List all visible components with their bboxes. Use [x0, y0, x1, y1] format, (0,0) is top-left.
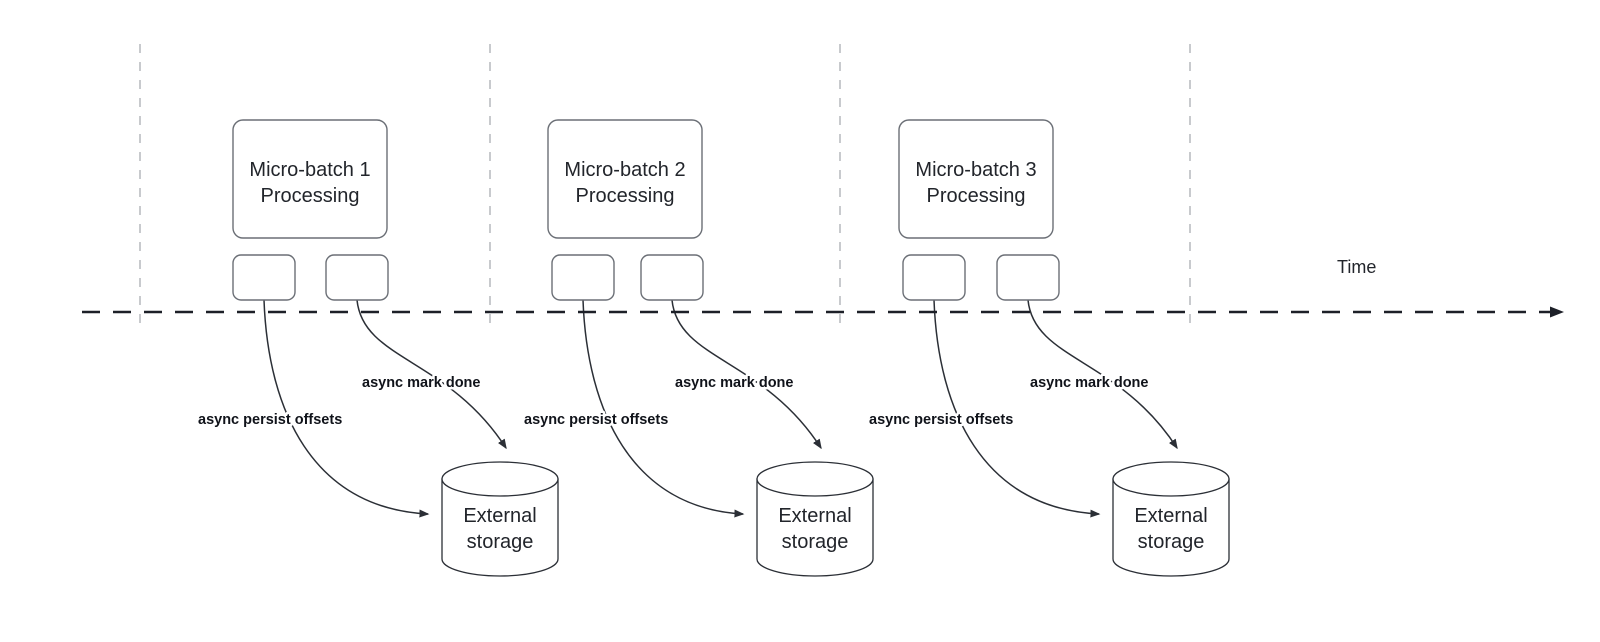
edge-label-halo-persist-offsets-3: async persist offsets	[869, 412, 1013, 428]
arrow-async-mark-done-2	[671, 299, 822, 450]
micro-batch-label-line1-1: Micro-batch 1	[249, 159, 370, 181]
cylinder-top-2	[756, 461, 874, 497]
storage-label-line1-2: External	[778, 505, 851, 527]
micro-batch-box-3[interactable]	[898, 119, 1054, 239]
edge-label-mark-done-1: async mark done	[362, 375, 480, 391]
edge-label-halo-mark-done-3: async mark done	[1030, 375, 1148, 391]
edge-label-mark-done-3: async mark done	[1030, 375, 1148, 391]
axis-label-group: Time	[1337, 257, 1376, 277]
edge-label-persist-offsets-1: async persist offsets	[198, 412, 342, 428]
micro-batch-box-1[interactable]	[232, 119, 388, 239]
micro-batch-label-line1-2: Micro-batch 2	[564, 159, 685, 181]
external-storage-cylinder-1[interactable]: External storage	[441, 461, 559, 577]
edge-label-halo-mark-done-1: async mark done	[362, 375, 480, 391]
edge-label-halo-persist-offsets-2: async persist offsets	[524, 412, 668, 428]
cylinder-body-3	[1112, 478, 1230, 577]
arrow-async-persist-offsets-3	[933, 299, 1101, 518]
time-tick-lines	[139, 44, 1191, 332]
storage-label-line1-3: External	[1134, 505, 1207, 527]
storage-label-line2-1: storage	[467, 531, 534, 553]
cylinder-body-2	[756, 478, 874, 577]
arrow-async-mark-done-3	[1027, 299, 1178, 450]
micro-batch-label-line2-3: Processing	[927, 185, 1026, 207]
flow-arrows	[263, 299, 1178, 518]
task-box-1-1[interactable]	[232, 254, 296, 301]
edge-label-halo-persist-offsets-1: async persist offsets	[198, 412, 342, 428]
external-storage-cylinder-3[interactable]: External storage	[1112, 461, 1230, 577]
micro-batch-label-line2-1: Processing	[261, 185, 360, 207]
storage-label-line2-2: storage	[782, 531, 849, 553]
edge-label-persist-offsets-3: async persist offsets	[869, 412, 1013, 428]
task-box-2-1[interactable]	[551, 254, 615, 301]
edge-label-persist-offsets-2: async persist offsets	[524, 412, 668, 428]
time-axis-label: Time	[1337, 257, 1376, 277]
storage-label-line2-3: storage	[1138, 531, 1205, 553]
arrow-async-mark-done-1	[356, 299, 507, 450]
task-box-3-2[interactable]	[996, 254, 1060, 301]
micro-batch-label-line2-2: Processing	[576, 185, 675, 207]
task-box-2-2[interactable]	[640, 254, 704, 301]
cylinder-top-3	[1112, 461, 1230, 497]
arrow-async-persist-offsets-1	[263, 299, 430, 518]
edge-label-mark-done-2: async mark done	[675, 375, 793, 391]
arrow-async-persist-offsets-2	[582, 299, 745, 518]
edge-labels: async persist offsets async persist offse…	[196, 373, 1151, 431]
external-storage-cylinder-2[interactable]: External storage	[756, 461, 874, 577]
cylinder-body-1	[441, 478, 559, 577]
micro-batch-box-2[interactable]	[547, 119, 703, 239]
task-box-1-2[interactable]	[325, 254, 389, 301]
micro-batch-label-line1-3: Micro-batch 3	[915, 159, 1036, 181]
cylinder-top-1	[441, 461, 559, 497]
task-box-3-1[interactable]	[902, 254, 966, 301]
storage-label-line1-1: External	[463, 505, 536, 527]
edge-label-halo-mark-done-2: async mark done	[675, 375, 793, 391]
